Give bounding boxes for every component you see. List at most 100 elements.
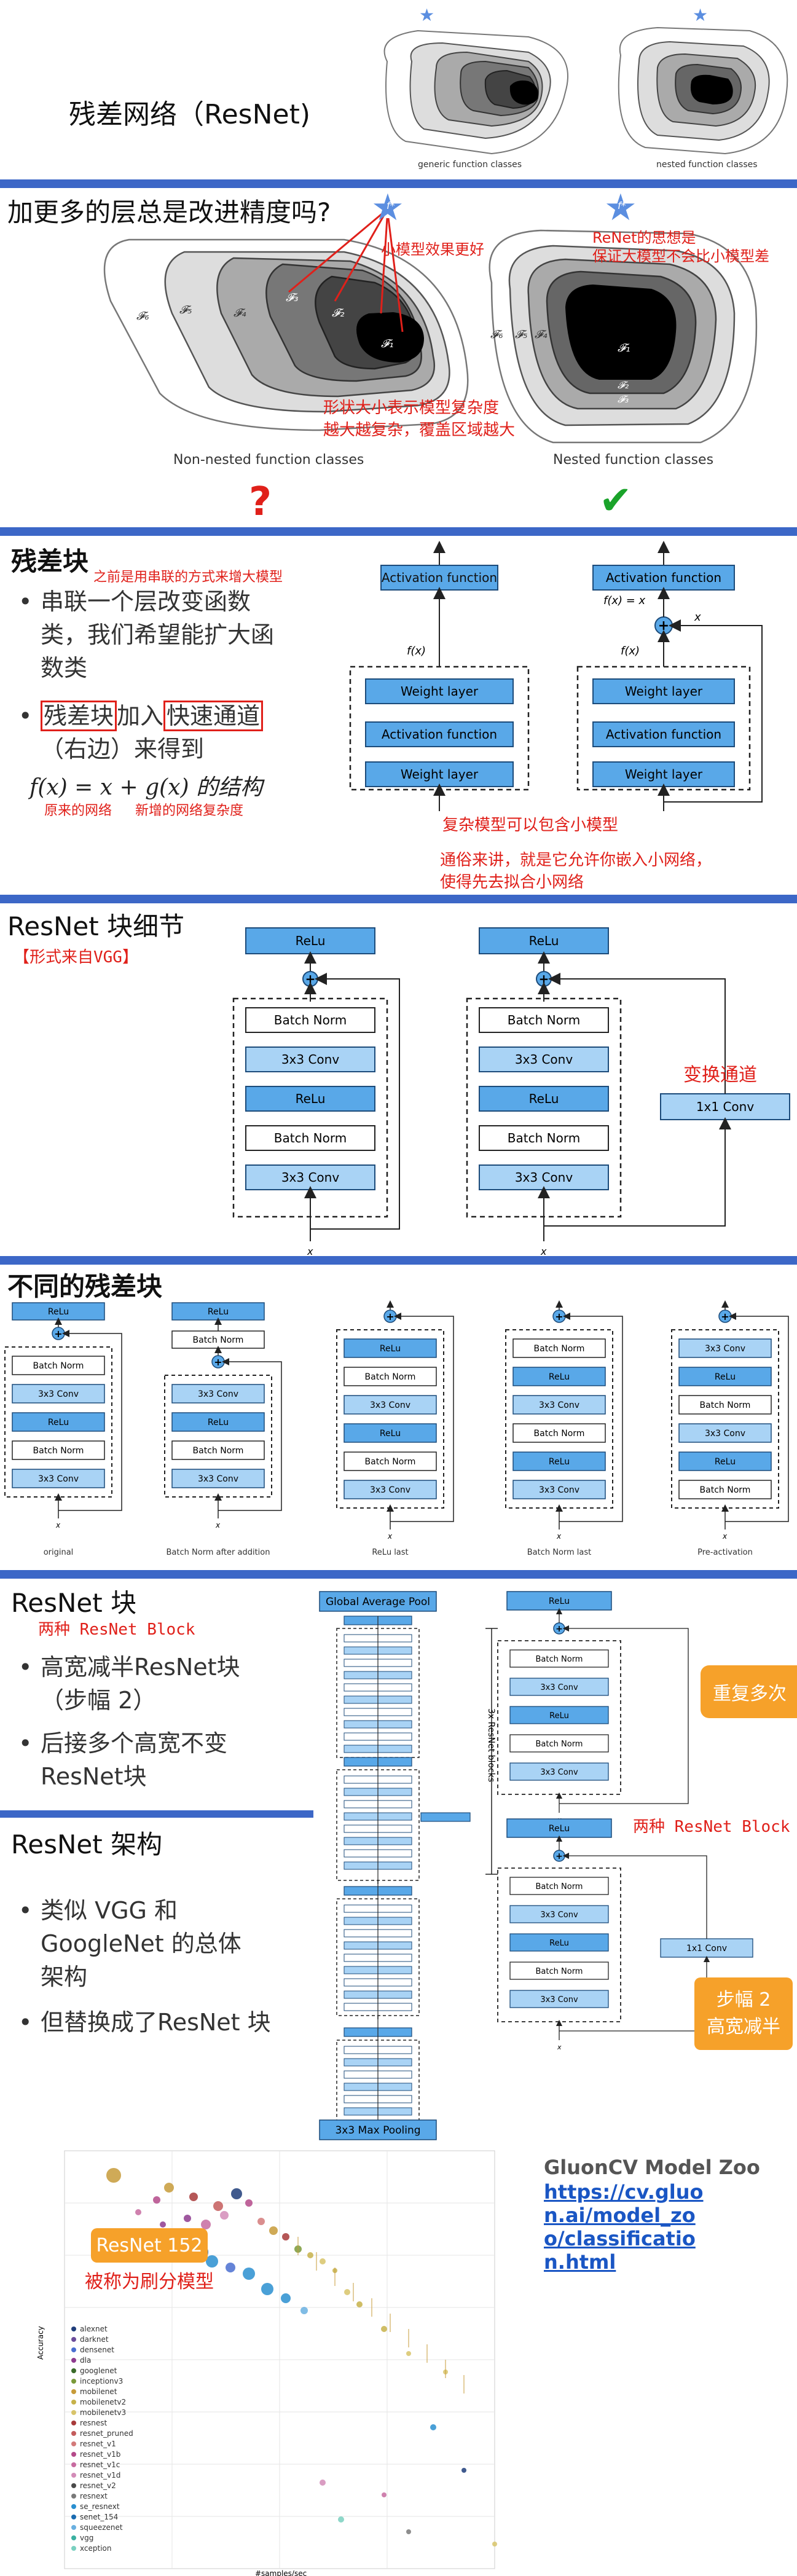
legend-swatch: [71, 2483, 76, 2488]
residual-block-diagram: Activation function f(x) Weight layer Ac…: [349, 541, 763, 811]
blocks-label: 3x ResNet blocks: [486, 1708, 496, 1782]
chart-point: [406, 2351, 411, 2356]
variant-relu-label: ReLu: [48, 1307, 69, 1317]
svg-text:3x3 Conv: 3x3 Conv: [540, 1910, 578, 1920]
chart-point: [382, 2492, 387, 2497]
legend-item: resnet_pruned: [71, 2429, 133, 2439]
svg-text:Weight layer: Weight layer: [625, 767, 703, 782]
svg-text:x: x: [387, 1532, 393, 1541]
legend-item: dla: [71, 2355, 133, 2366]
chart-point: [189, 2193, 198, 2201]
bullet-replace-text: 但替换成了ResNet 块: [41, 2009, 271, 2036]
legend-item: mobilenet: [71, 2387, 133, 2397]
gluon-link[interactable]: https://cv.gluon.ai/model_zoo/classifica…: [544, 2180, 704, 2274]
variant-bn-box: [512, 1423, 606, 1443]
bullet-halve: • 高宽减半ResNet块（步幅 2）: [18, 1651, 264, 1717]
chart-point: [164, 2183, 174, 2193]
legend-label: resnest: [80, 2419, 108, 2427]
legend-swatch: [71, 2389, 76, 2394]
nested-caption: nested function classes: [656, 160, 758, 170]
section-divider: [0, 895, 797, 903]
chart-point: [269, 2226, 278, 2235]
legend-label: dla: [80, 2356, 92, 2365]
chart-point: [153, 2196, 160, 2204]
chart-point: [320, 2480, 326, 2486]
chart-point: [201, 2220, 211, 2229]
svg-text:x: x: [557, 2043, 562, 2051]
chart-point: [257, 2218, 265, 2225]
svg-text:Weight layer: Weight layer: [401, 684, 479, 699]
legend-item: inceptionv3: [71, 2376, 133, 2387]
bullet-halve-text: 高宽减半ResNet块（步幅 2）: [41, 1654, 240, 1714]
chart-point: [213, 2201, 223, 2211]
svg-text:x: x: [722, 1532, 728, 1541]
chart-point: [300, 2307, 308, 2314]
note-from-vgg: 【形式来自VGG】: [14, 948, 138, 967]
cap-non-nested: Non-nested function classes: [173, 452, 364, 468]
svg-text:𝓕₆: 𝓕₆: [136, 310, 149, 323]
legend-label: xception: [80, 2544, 112, 2553]
variant-bn-label: Batch Norm: [534, 1344, 585, 1354]
chart-point: [261, 2283, 273, 2295]
chart-point: [381, 2326, 387, 2332]
s5-heading: ResNet 块: [11, 1588, 137, 1618]
legend-label: se_resnext: [80, 2502, 120, 2511]
svg-text:Activation function: Activation function: [382, 570, 497, 585]
legend-item: resnest: [71, 2418, 133, 2429]
legend-swatch: [71, 2337, 76, 2342]
check-mark: ✔: [599, 478, 632, 524]
svg-text:+: +: [539, 972, 549, 986]
svg-text:𝓕₂: 𝓕₂: [332, 307, 345, 320]
variant-conv-label: 3x3 Conv: [539, 1485, 579, 1495]
variant-bn-box: [512, 1338, 606, 1358]
variant-bn-label: Batch Norm: [700, 1400, 751, 1410]
variant-bn-label: Batch Norm: [33, 1446, 84, 1456]
legend-item: vgg: [71, 2533, 133, 2543]
legend-item: googlenet: [71, 2366, 133, 2376]
svg-text:Weight layer: Weight layer: [625, 684, 703, 699]
svg-text:3x3 Conv: 3x3 Conv: [281, 1052, 340, 1067]
stride-text-1: 步幅 2: [716, 1989, 771, 2011]
svg-text:𝓕₅: 𝓕₅: [515, 328, 528, 341]
page-title: 残差网络（ResNet): [69, 99, 310, 130]
svg-text:1x1 Conv: 1x1 Conv: [686, 1944, 727, 1954]
svg-text:𝓕₃: 𝓕₃: [618, 393, 629, 405]
s4-heading: 不同的残差块: [7, 1271, 163, 1302]
svg-text:+: +: [54, 1328, 62, 1340]
svg-text:𝓕₄: 𝓕₄: [535, 328, 548, 341]
note-two-blocks-right: 两种 ResNet Block: [633, 1818, 790, 1836]
legend-item: xception: [71, 2543, 133, 2554]
variant-relu-label: ReLu: [380, 1344, 401, 1354]
legend-label: squeezenet: [80, 2523, 123, 2532]
legend-swatch: [71, 2546, 76, 2551]
note-before-serial: 之前是用串联的方式来增大模型: [93, 570, 283, 585]
svg-text:★: ★: [693, 5, 708, 25]
variant-caption: Batch Norm last: [527, 1548, 592, 1557]
bullet-serial-text: 串联一个层改变函数类，我们希望能扩大函数类: [41, 588, 275, 681]
chart-point: [430, 2424, 436, 2430]
svg-text:f*: f*: [618, 200, 626, 211]
svg-text:3x3 Conv: 3x3 Conv: [515, 1052, 573, 1067]
svg-text:ReLu: ReLu: [529, 1091, 559, 1106]
variant-bn-label: Batch Norm: [700, 1485, 751, 1495]
legend-label: densenet: [80, 2346, 114, 2354]
note-change-channel: 变换通道: [683, 1064, 757, 1086]
variant-conv-box: [12, 1469, 105, 1488]
svg-text:+: +: [556, 1852, 563, 1861]
svg-text:ReLu: ReLu: [549, 1939, 569, 1948]
maxpool-box: [319, 2119, 437, 2140]
legend-item: senet_154: [71, 2512, 133, 2523]
svg-text:ReLu: ReLu: [549, 1824, 570, 1834]
svg-text:+: +: [386, 1311, 394, 1322]
legend-item: resnet_v2: [71, 2481, 133, 2491]
chart-point: [320, 2258, 326, 2264]
variant-relu-label: ReLu: [715, 1372, 736, 1382]
svg-text:ReLu: ReLu: [549, 1711, 569, 1721]
svg-text:x: x: [540, 1246, 547, 1257]
svg-text:+: +: [658, 618, 669, 634]
svg-text:f(x) = x: f(x) = x: [603, 594, 646, 607]
